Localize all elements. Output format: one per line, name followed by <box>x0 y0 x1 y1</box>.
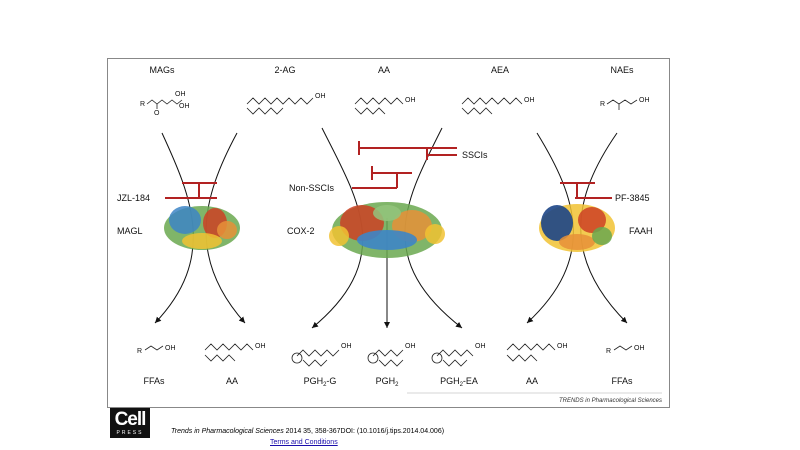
label-pgh2ea-base: PGH <box>440 376 460 386</box>
inhibitor-bars <box>165 141 612 199</box>
cell-logo-subtext: PRESS <box>116 430 144 436</box>
label-aa-top: AA <box>378 65 390 75</box>
label-non-sscis: Non-SSCIs <box>289 183 335 193</box>
label-aea: AEA <box>491 65 509 75</box>
label-pgh2ea: PGH2-EA <box>440 376 478 388</box>
structure-ffas-right <box>613 345 633 351</box>
label-pgh2: PGH2 <box>376 376 400 388</box>
structure-pgh2g <box>291 349 340 367</box>
structure-aa-right <box>506 343 556 362</box>
label-pgh2g-suffix: -G <box>326 376 336 386</box>
structure-pgh2 <box>367 349 404 367</box>
label-pgh2ea-subscript: 2 <box>460 382 464 388</box>
structure-naes-oh: OH <box>639 97 650 104</box>
structure-aa-left <box>204 343 254 362</box>
structure-ffas-left <box>144 345 164 351</box>
label-pgh2g: PGH2-G <box>304 376 337 388</box>
label-jzl184: JZL-184 <box>117 193 150 203</box>
faah-protein-structure <box>539 204 615 252</box>
structure-mags-oh2: OH <box>179 103 190 110</box>
structure-ffas-left-r: R <box>137 348 142 355</box>
structure-aa-right-oh: OH <box>557 343 568 350</box>
magl-protein-structure <box>164 206 240 250</box>
structure-mags <box>146 99 183 109</box>
cell-press-logo: Cell PRESS <box>110 408 150 438</box>
label-pgh2g-subscript: 2 <box>323 382 327 388</box>
structure-pgh2-oh: OH <box>405 343 416 350</box>
structure-aa-top-oh: OH <box>405 97 416 104</box>
label-ffas-left: FFAs <box>143 376 165 386</box>
cell-logo-text: Cell <box>114 409 147 430</box>
structure-aea <box>461 97 523 115</box>
label-2ag: 2-AG <box>274 65 295 75</box>
label-faah: FAAH <box>629 226 653 236</box>
structure-aa-top <box>354 97 404 115</box>
label-pgh2ea-suffix: -EA <box>463 376 478 386</box>
structure-aa-left-oh: OH <box>255 343 266 350</box>
structure-pgh2ea <box>431 349 474 367</box>
citation-details: 2014 35, 358-367DOI: (10.1016/j.tips.201… <box>283 428 445 435</box>
label-magl: MAGL <box>117 226 143 236</box>
citation: Trends in Pharmacological Sciences 2014 … <box>171 428 444 435</box>
label-naes: NAEs <box>610 65 634 75</box>
label-pgh2g-base: PGH <box>304 376 324 386</box>
label-mags: MAGs <box>149 65 175 75</box>
label-pf3845: PF-3845 <box>615 193 650 203</box>
terms-and-conditions-link[interactable]: Terms and Conditions <box>270 439 338 446</box>
structure-ffas-right-oh: OH <box>634 345 645 352</box>
structure-ffas-right-r: R <box>606 348 611 355</box>
structure-naes <box>606 99 638 110</box>
label-pgh2-subscript: 2 <box>395 382 399 388</box>
structure-mags-r: R <box>140 101 145 108</box>
structure-mags-oh1: OH <box>175 91 186 98</box>
label-cox2: COX-2 <box>287 226 315 236</box>
structure-mags-o: O <box>154 110 160 117</box>
structure-2ag-oh: OH <box>315 93 326 100</box>
structure-naes-r: R <box>600 101 605 108</box>
structure-aea-oh: OH <box>524 97 535 104</box>
structure-pgh2g-oh: OH <box>341 343 352 350</box>
diagram-figure: MAGs 2-AG AA AEA NAEs R O OH OH OH OH OH… <box>107 58 670 408</box>
label-ffas-right: FFAs <box>611 376 633 386</box>
citation-journal: Trends in Pharmacological Sciences <box>171 428 284 435</box>
label-aa-left: AA <box>226 376 238 386</box>
cox2-protein-structure <box>329 202 445 258</box>
label-pgh2-base: PGH <box>376 376 396 386</box>
label-aa-right: AA <box>526 376 538 386</box>
structure-pgh2ea-oh: OH <box>475 343 486 350</box>
figure-credit: TRENDS in Pharmacological Sciences <box>559 398 662 404</box>
label-sscis: SSCIs <box>462 150 488 160</box>
structure-2ag <box>246 97 314 115</box>
structure-ffas-left-oh: OH <box>165 345 176 352</box>
